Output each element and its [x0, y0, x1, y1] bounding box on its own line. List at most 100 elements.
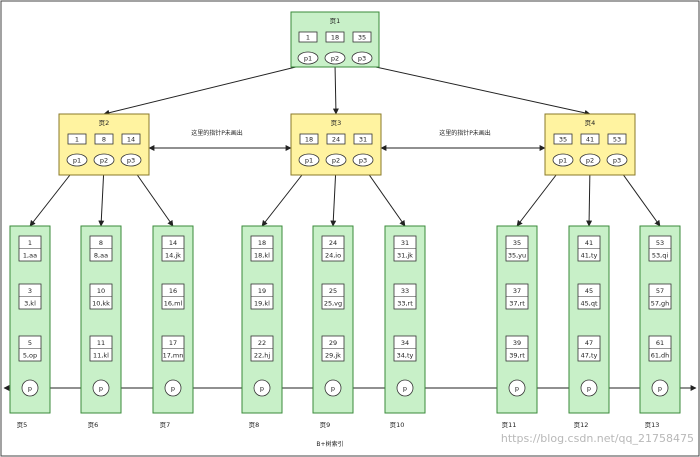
page-leaf-0-label: 页5 — [17, 421, 28, 429]
page-leaf-5-record-key-1: 33 — [401, 287, 409, 295]
page-leaf-2-pointer-circle — [164, 379, 182, 397]
page-leaf-5-record-value-0: 31,jk — [397, 252, 413, 260]
edge-internal-0-to-leaf-0 — [29, 165, 78, 227]
page-leaf-3-record-value-2: 22,hj — [254, 352, 270, 360]
page-leaf-5-record-key-2: 34 — [401, 339, 409, 347]
page-internal-0-title: 页2 — [99, 119, 110, 127]
page-leaf-0-record-value-1: 3,kl — [24, 300, 36, 308]
diagram-caption: B+树索引 — [316, 440, 343, 448]
page-leaf-0-pointer: p — [28, 384, 32, 392]
page-leaf-7-record-value-1: 45,qt — [580, 300, 597, 308]
page-leaf-6-record-key-0: 35 — [513, 239, 521, 247]
page-leaf-5-pointer: p — [403, 384, 407, 392]
page-internal-1-title: 页3 — [331, 119, 342, 127]
page-internal-2-pointer-circle-1 — [579, 153, 601, 167]
page-leaf-1-record-key-0: 8 — [99, 239, 103, 247]
page-leaf-1-label: 页6 — [88, 421, 99, 429]
page-leaf-8-record-value-2: 61,dh — [651, 352, 670, 360]
page-leaf-6-record-value-0: 35,yu — [508, 252, 526, 260]
page-internal-1-key-box-0 — [299, 133, 319, 145]
edge-internal-2-to-leaf-0 — [516, 165, 564, 227]
page-internal-2-key-0: 35 — [559, 136, 567, 144]
page-root-pointer-circle-2 — [351, 51, 373, 65]
page-leaf-3-pointer-circle — [253, 379, 271, 397]
page-root-title: 页1 — [330, 17, 341, 25]
edge-root-to-internal-1 — [332, 63, 339, 115]
page-internal-1-pointer-2: p3 — [359, 156, 367, 164]
page-root-pointer-1: p2 — [331, 54, 339, 62]
page-leaf-1-pointer: p — [99, 384, 103, 392]
page-internal-1-key-1: 24 — [332, 136, 340, 144]
page-internal-1-pointer-circle-1 — [325, 153, 347, 167]
page-leaf-6-record-key-1: 37 — [513, 287, 521, 295]
page-internal-1-pointer-circle-0 — [298, 153, 320, 167]
page-leaf-2-record-key-0: 14 — [169, 239, 177, 247]
page-leaf-3-record-value-0: 18,kl — [254, 252, 270, 260]
page-root-key-box-1 — [325, 31, 345, 43]
page-internal-2-pointer-circle-0 — [552, 153, 574, 167]
page-leaf-4-record-value-1: 25,vg — [324, 300, 342, 308]
edge-internal-1-to-leaf-1 — [330, 165, 337, 227]
page-leaf-1-record-key-1: 10 — [97, 287, 105, 295]
page-internal-0-key-2: 14 — [127, 136, 135, 144]
page-leaf-3-record-key-1: 19 — [258, 287, 266, 295]
page-leaf-8-label: 页13 — [645, 421, 660, 429]
page-internal-1-key-0: 18 — [305, 136, 313, 144]
page-root-key-1: 18 — [331, 34, 339, 42]
page-internal-2-key-box-1 — [580, 133, 600, 145]
page-internal-2-key-box-2 — [607, 133, 627, 145]
page-internal-1-key-box-1 — [326, 133, 346, 145]
page-leaf-4-label: 页9 — [320, 421, 331, 429]
page-root-pointer-0: p1 — [304, 54, 312, 62]
page-internal-0-key-1: 8 — [102, 136, 106, 144]
page-internal-2-pointer-2: p3 — [613, 156, 621, 164]
page-leaf-0-record-value-0: 1,aa — [23, 252, 37, 260]
page-leaf-7-record-value-0: 41,ty — [581, 252, 598, 260]
edge-internal-1-to-leaf-2 — [362, 165, 406, 227]
page-leaf-2-record-value-1: 16,ml — [164, 300, 183, 308]
page-leaf-5-pointer-circle — [396, 379, 414, 397]
page-internal-2-pointer-circle-2 — [606, 153, 628, 167]
page-internal-0-pointer-2: p3 — [127, 156, 135, 164]
page-leaf-2-record-value-0: 14,jk — [165, 252, 181, 260]
page-leaf-2-label: 页7 — [160, 421, 171, 429]
page-leaf-5-label: 页10 — [390, 421, 405, 429]
page-leaf-8-pointer: p — [658, 384, 662, 392]
page-leaf-7-pointer: p — [587, 384, 591, 392]
page-leaf-2-record-key-1: 16 — [169, 287, 177, 295]
page-internal-0-pointer-circle-0 — [66, 153, 88, 167]
page-root-key-box-2 — [352, 31, 372, 43]
page-leaf-2-pointer: p — [171, 384, 175, 392]
page-internal-0-key-box-0 — [67, 133, 87, 145]
page-leaf-3-record-key-0: 18 — [258, 239, 266, 247]
edge-internal-2-to-leaf-2 — [616, 165, 661, 227]
page-internal-2-title: 页4 — [585, 119, 596, 127]
page-leaf-6-pointer: p — [515, 384, 519, 392]
page-root-pointer-circle-1 — [324, 51, 346, 65]
page-root-key-box-0 — [298, 31, 318, 43]
page-root-pointer-2: p3 — [358, 54, 366, 62]
page-leaf-4-record-value-2: 29,jk — [325, 352, 341, 360]
page-internal-2-key-1: 41 — [586, 136, 594, 144]
page-leaf-1-record-value-0: 8,aa — [94, 252, 108, 260]
page-internal-1-pointer-circle-2 — [352, 153, 374, 167]
page-internal-2-key-2: 53 — [613, 136, 621, 144]
page-leaf-1-record-value-2: 11,kl — [93, 352, 109, 360]
edge-internal-2-to-leaf-1 — [586, 165, 593, 227]
page-internal-1-key-box-2 — [353, 133, 373, 145]
page-leaf-7-pointer-circle — [580, 379, 598, 397]
page-internal-0-key-box-2 — [121, 133, 141, 145]
page-leaf-0-record-value-2: 5,op — [23, 352, 37, 360]
page-leaf-6-label: 页11 — [502, 421, 517, 429]
page-internal-0-pointer-circle-1 — [93, 153, 115, 167]
